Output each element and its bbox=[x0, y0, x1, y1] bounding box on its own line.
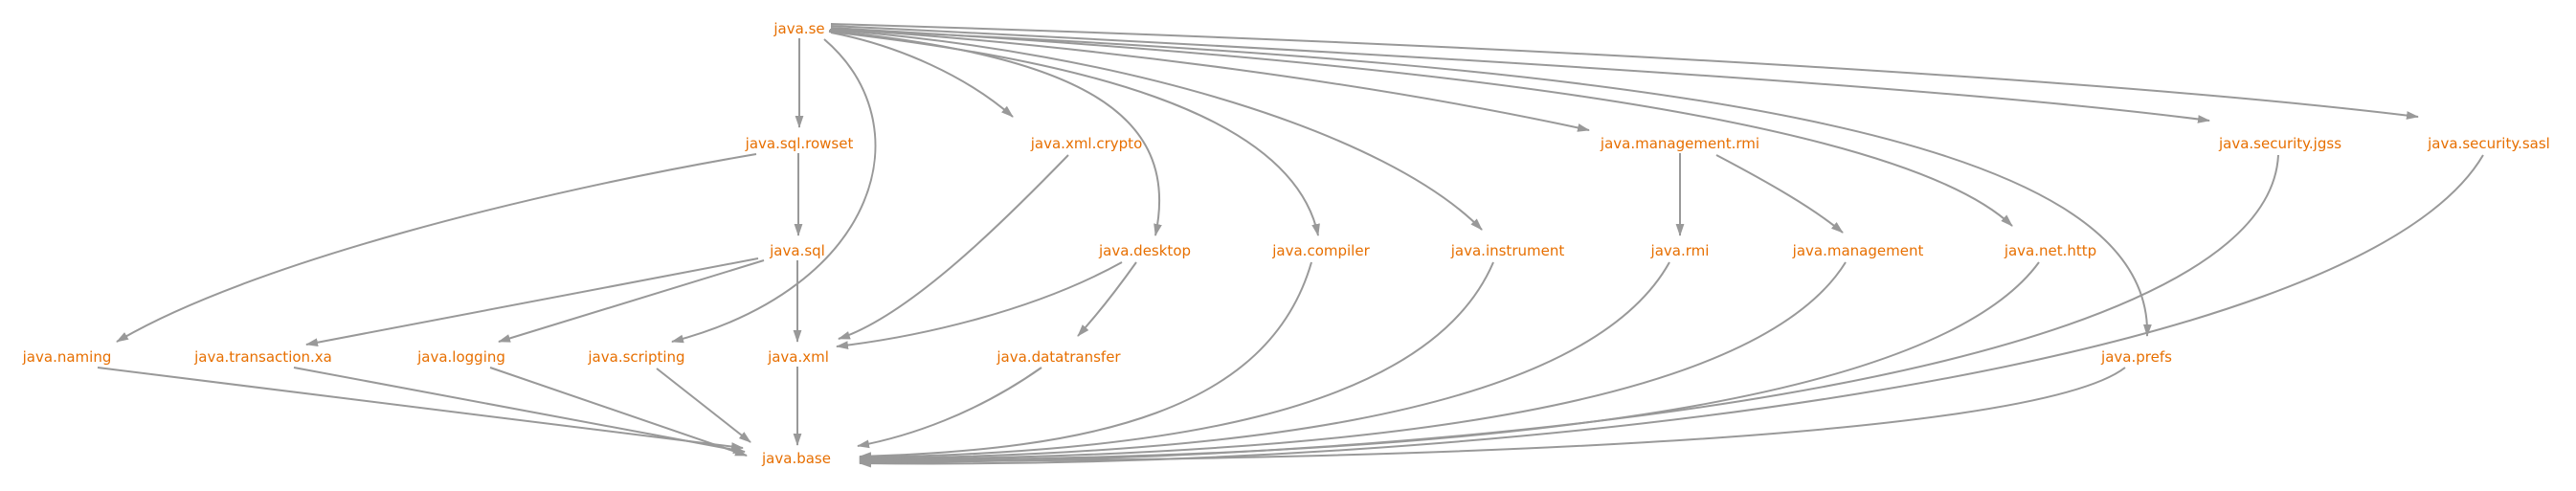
edge-java-se-to-java-net-http bbox=[830, 27, 2013, 227]
edge-java-rmi-to-java-base bbox=[859, 261, 1670, 463]
edge-java-transaction-xa-to-java-base bbox=[293, 367, 746, 455]
node-java-desktop[interactable]: java.desktop bbox=[1098, 242, 1191, 259]
node-java-rmi[interactable]: java.rmi bbox=[1650, 242, 1710, 259]
node-java-xml[interactable]: java.xml bbox=[767, 348, 829, 366]
edge-java-se-to-java-security-jgss bbox=[830, 25, 2210, 123]
edge-java-se-to-java-management-rmi bbox=[830, 28, 1590, 132]
node-java-management-rmi[interactable]: java.management.rmi bbox=[1600, 135, 1759, 152]
node-java-transaction-xa[interactable]: java.transaction.xa bbox=[193, 348, 332, 366]
node-java-net-http[interactable]: java.net.http bbox=[2004, 242, 2096, 259]
node-java-sql-rowset[interactable]: java.sql.rowset bbox=[745, 135, 854, 152]
edge-java-se-to-java-desktop bbox=[828, 30, 1162, 236]
node-java-security-sasl[interactable]: java.security.sasl bbox=[2427, 135, 2550, 152]
edge-java-xml-crypto-to-java-xml bbox=[838, 154, 1069, 340]
edge-java-instrument-to-java-base bbox=[859, 261, 1494, 462]
edge-java-se-to-java-security-sasl bbox=[830, 23, 2419, 120]
edge-java-management-to-java-base bbox=[859, 261, 1847, 464]
edge-java-desktop-to-java-datatransfer bbox=[1077, 261, 1137, 337]
edge-java-compiler-to-java-base bbox=[859, 261, 1312, 461]
node-java-naming[interactable]: java.naming bbox=[22, 348, 112, 366]
edge-java-se-to-java-compiler bbox=[828, 31, 1320, 236]
node-java-scripting[interactable]: java.scripting bbox=[587, 348, 684, 366]
edge-java-naming-to-java-base bbox=[97, 367, 744, 451]
edge-java-se-to-java-xml-crypto bbox=[830, 32, 1014, 118]
edge-java-logging-to-java-base bbox=[489, 367, 748, 457]
edge-java-datatransfer-to-java-base bbox=[857, 367, 1042, 449]
edge-java-management-rmi-to-java-management bbox=[1715, 154, 1844, 234]
edge-java-sql-to-java-logging bbox=[498, 259, 765, 343]
edge-java-se-to-java-instrument bbox=[829, 29, 1483, 231]
edge-java-sql-rowset-to-java-naming bbox=[116, 153, 757, 343]
edge-java-se-to-java-prefs bbox=[829, 29, 2152, 337]
node-java-security-jgss[interactable]: java.security.jgss bbox=[2218, 135, 2341, 152]
node-java-prefs[interactable]: java.prefs bbox=[2100, 348, 2172, 366]
node-java-datatransfer[interactable]: java.datatransfer bbox=[996, 348, 1121, 366]
node-java-se[interactable]: java.se bbox=[773, 20, 824, 37]
node-java-sql[interactable]: java.sql bbox=[769, 242, 825, 259]
node-java-base[interactable]: java.base bbox=[761, 450, 831, 467]
node-java-xml-crypto[interactable]: java.xml.crypto bbox=[1030, 135, 1143, 152]
edge-java-se-to-java-scripting bbox=[671, 38, 877, 344]
node-java-management[interactable]: java.management bbox=[1792, 242, 1924, 259]
edge-java-security-jgss-to-java-base bbox=[859, 154, 2279, 467]
edge-java-desktop-to-java-xml bbox=[836, 261, 1123, 349]
node-java-compiler[interactable]: java.compiler bbox=[1271, 242, 1370, 259]
node-java-instrument[interactable]: java.instrument bbox=[1450, 242, 1565, 259]
edge-java-security-sasl-to-java-base bbox=[859, 154, 2484, 468]
node-java-logging[interactable]: java.logging bbox=[416, 348, 505, 366]
edge-java-sql-to-java-transaction-xa bbox=[305, 257, 759, 347]
edge-java-scripting-to-java-base bbox=[656, 368, 751, 443]
edge-java-prefs-to-java-base bbox=[859, 367, 2126, 466]
